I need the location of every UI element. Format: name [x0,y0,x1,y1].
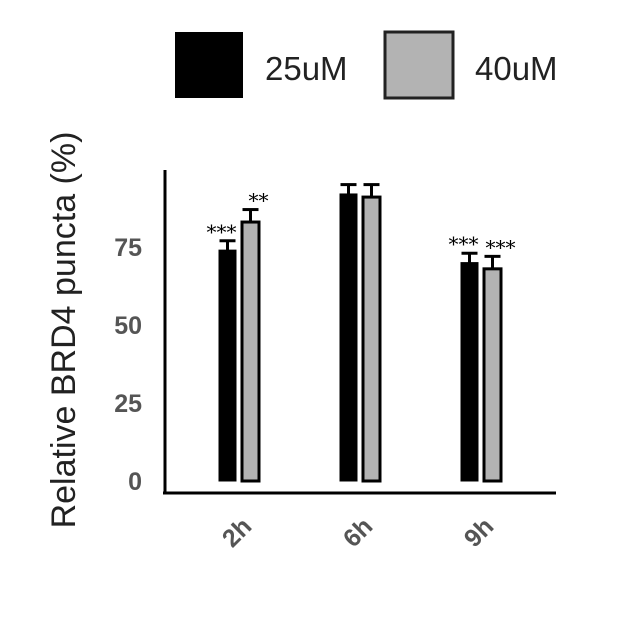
x-tick-label-6h: 6h [338,512,378,552]
error-bar-6h-40uM [363,183,380,198]
x-ticks: 2h 6h 9h [217,512,499,552]
error-bar-9h-25uM [461,251,478,263]
y-ticks: 0 25 50 75 [114,234,142,496]
y-tick-label-0: 0 [128,468,142,496]
bar-9h-25uM [460,262,479,482]
significance-2h-25uM: *** [207,220,237,244]
significance-marks: *********** [207,189,516,260]
significance-2h-40uM: ** [249,189,269,213]
bar-6h-25uM [339,193,358,482]
error-bar-9h-40uM [484,254,501,269]
legend-label-40uM: 40uM [475,50,558,87]
legend-swatch-25uM [175,32,243,98]
significance-9h-25uM: *** [449,232,479,256]
x-tick-label-9h: 9h [459,512,499,552]
y-tick-label-75: 75 [114,234,142,262]
bar-2h-25uM [218,249,237,482]
y-tick-label-50: 50 [114,312,142,340]
legend-swatch-40uM [383,30,455,100]
legend-label-25uM: 25uM [265,50,348,87]
x-tick-label-2h: 2h [217,512,257,552]
significance-9h-40uM: *** [486,235,516,259]
bar-9h-40uM [482,267,503,483]
error-bar-6h-25uM [340,183,357,194]
y-tick-label-25: 25 [114,390,142,418]
error-bar-2h-25uM [219,239,236,251]
error-bar-2h-40uM [242,208,259,223]
error-bars [219,183,501,269]
legend: 25uM 40uM [175,30,558,100]
bar-2h-40uM [240,220,261,483]
bar-6h-40uM [361,195,382,483]
y-axis-label: Relative BRD4 puncta (%) [45,132,83,529]
